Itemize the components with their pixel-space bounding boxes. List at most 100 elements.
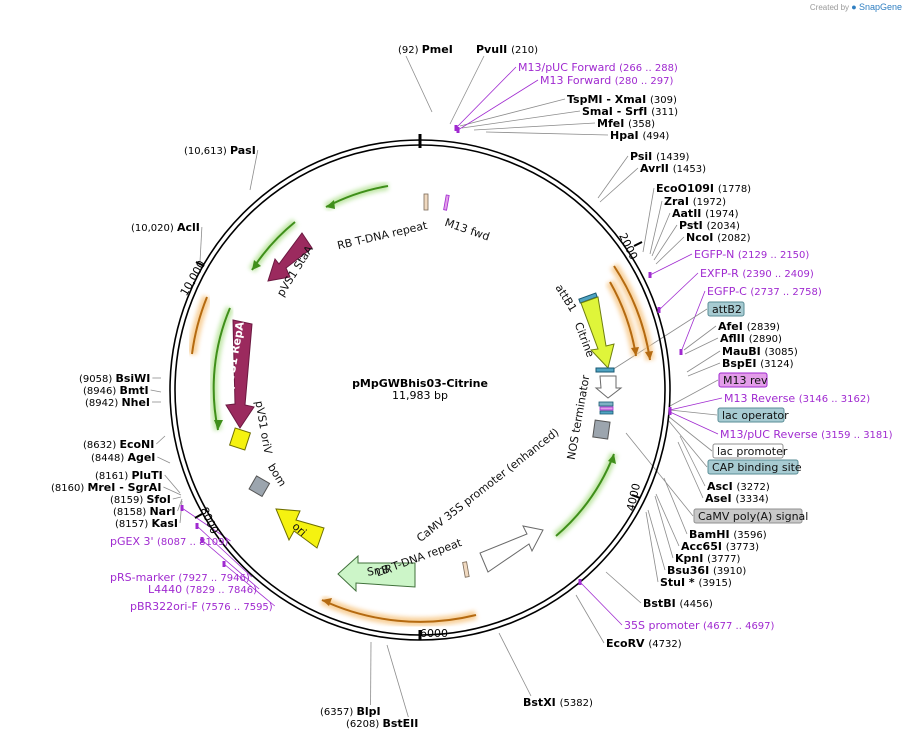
feature-tag-lac-promoter[interactable]: lac promoter (712, 443, 788, 459)
feature-tag-camv-poly-a-signal[interactable]: CaMV poly(A) signal (693, 508, 808, 524)
enzyme-site-aflii[interactable]: AflII (2890) (720, 332, 782, 345)
enzyme-position: (1778) (718, 184, 751, 195)
enzyme-site-pvuii[interactable]: PvuII (210) (476, 43, 538, 56)
enzyme-label: BstBI (4456) (643, 597, 713, 610)
cap-binding-site-feature[interactable] (599, 410, 614, 415)
primer-m13-puc-forward[interactable]: M13/pUC Forward (266 .. 288) (454, 61, 678, 131)
enzyme-site-bamhi[interactable]: BamHI (3596) (689, 528, 767, 541)
enzyme-site-bspei[interactable]: BspEI (3124) (722, 357, 794, 370)
citrine-feature[interactable] (580, 296, 615, 370)
camv-polya-feature[interactable] (592, 419, 611, 440)
enzyme-label: (8632) EcoNI (83, 438, 154, 451)
lb-tdna-repeat-feature[interactable] (462, 561, 470, 578)
enzyme-site-bstxi[interactable]: BstXI (5382) (523, 696, 593, 709)
enzyme-site-acli[interactable]: (10,020) AclI (131, 221, 200, 234)
enzyme-site-pasi[interactable]: (10,613) PasI (184, 144, 256, 157)
enzyme-site-mrei-sgrai[interactable]: (8160) MreI - SgrAI (51, 481, 161, 494)
primer-m13-forward[interactable]: M13 Forward (280 .. 297) (456, 74, 674, 133)
primer-m13-puc-reverse[interactable]: M13/pUC Reverse (3159 .. 3181) (668, 409, 893, 441)
enzyme-site-agei[interactable]: (8448) AgeI (91, 451, 155, 464)
primer-range: (7927 .. 7946) (178, 573, 250, 584)
m13-fwd-feature[interactable] (443, 194, 450, 211)
bom-feature[interactable] (248, 475, 271, 498)
feature-tag-text: lac operator (722, 409, 789, 422)
enzyme-name: BamHI (689, 528, 733, 541)
enzyme-site-afei[interactable]: AfeI (2839) (718, 320, 780, 333)
feature-tag-lac-operator[interactable]: lac operator (717, 407, 789, 423)
primer-label: M13/pUC Forward (266 .. 288) (518, 61, 678, 74)
enzyme-leader (605, 571, 642, 604)
enzyme-site-smai-srfi[interactable]: SmaI - SrfI (311) (582, 105, 678, 118)
primer-range: (280 .. 297) (615, 76, 674, 87)
primer-pbr322ori-f[interactable]: pBR322ori-F (7576 .. 7595) (130, 561, 273, 613)
primer-pgex-3[interactable]: pGEX 3' (8087 .. 8109) (110, 505, 229, 548)
enzyme-site-asci[interactable]: AscI (3272) (707, 480, 770, 493)
lac-operator-feature[interactable] (598, 401, 614, 407)
primer-prs-marker[interactable]: pRS-marker (7927 .. 7946) (110, 523, 250, 584)
smr-feature[interactable] (337, 554, 416, 593)
enzyme-site-acc65i[interactable]: Acc65I (3773) (681, 540, 759, 553)
feature-tag-text: lac promoter (717, 445, 788, 458)
enzyme-site-pmei[interactable]: (92) PmeI (398, 43, 453, 56)
enzyme-site-avrii[interactable]: AvrII (1453) (640, 162, 706, 175)
feature-tag-cap-binding-site[interactable]: CAP binding site (707, 459, 802, 475)
enzyme-site-psti[interactable]: PstI (2034) (679, 219, 740, 232)
feature-tag-attb2[interactable]: attB2 (707, 301, 745, 317)
enzyme-site-ecorv[interactable]: EcoRV (4732) (606, 637, 682, 650)
enzyme-site-bmti[interactable]: (8946) BmtI (83, 384, 149, 397)
primer-35s-promoter[interactable]: 35S promoter (4677 .. 4697) (578, 579, 775, 632)
enzyme-position: (8157) (115, 519, 151, 530)
enzyme-site-stui[interactable]: StuI * (3915) (660, 576, 732, 589)
enzyme-site-kpni[interactable]: KpnI (3777) (675, 552, 741, 565)
attb2-feature[interactable] (595, 367, 615, 373)
primer-range: (3159 .. 3181) (821, 430, 893, 441)
enzyme-site-pluti[interactable]: (8161) PluTI (95, 469, 163, 482)
enzyme-site-nhei[interactable]: (8942) NheI (85, 396, 150, 409)
enzyme-site-asei[interactable]: AseI (3334) (705, 492, 769, 505)
enzyme-site-aatii[interactable]: AatII (1974) (672, 207, 739, 220)
enzyme-site-ncoi[interactable]: NcoI (2082) (686, 231, 751, 244)
pvs1-repa-feature[interactable] (225, 319, 255, 429)
m13-rev-feature[interactable] (599, 406, 614, 411)
feature-tag-m13-rev[interactable]: M13 rev (718, 372, 768, 388)
enzyme-position: (6357) (320, 707, 356, 718)
pvs1-staa-feature[interactable] (267, 232, 313, 282)
enzyme-position: (8946) (83, 386, 119, 397)
enzyme-name: NarI (149, 505, 175, 518)
enzyme-site-hpai[interactable]: HpaI (494) (610, 129, 669, 142)
enzyme-site-psii[interactable]: PsiI (1439) (630, 150, 689, 163)
enzyme-site-bsiwi[interactable]: (9058) BsiWI (79, 372, 150, 385)
enzyme-site-ecoo109i[interactable]: EcoO109I (1778) (656, 182, 751, 195)
lac-promoter-feature[interactable] (594, 375, 623, 399)
pvs1-oriv-feature[interactable] (228, 427, 252, 451)
enzyme-site-econi[interactable]: (8632) EcoNI (83, 438, 154, 451)
enzyme-site-blpi[interactable]: (6357) BlpI (320, 705, 381, 718)
enzyme-site-sfoi[interactable]: (8159) SfoI (110, 493, 171, 506)
enzyme-name: SmaI - SrfI (582, 105, 651, 118)
enzyme-name: BmtI (119, 384, 148, 397)
enzyme-site-tspmi-xmai[interactable]: TspMI - XmaI (309) (567, 93, 677, 106)
enzyme-name: KasI (151, 517, 178, 530)
primer-egfp-n[interactable]: EGFP-N (2129 .. 2150) (648, 248, 810, 278)
primer-label: pRS-marker (7927 .. 7946) (110, 571, 250, 584)
primer-egfp-c[interactable]: EGFP-C (2737 .. 2758) (679, 285, 822, 355)
ori-feature[interactable] (275, 508, 325, 549)
primer-l4440[interactable]: L4440 (7829 .. 7846) (148, 537, 257, 596)
enzyme-site-maubi[interactable]: MauBI (3085) (722, 345, 798, 358)
enzyme-site-bstbi[interactable]: BstBI (4456) (643, 597, 713, 610)
enzyme-site-bsteii[interactable]: (6208) BstEII (346, 717, 418, 730)
enzyme-site-nari[interactable]: (8158) NarI (113, 505, 176, 518)
feature-tag-leader (669, 379, 719, 407)
camv-35s-promoter-feature[interactable] (479, 525, 544, 573)
enzyme-site-mfei[interactable]: MfeI (358) (597, 117, 655, 130)
primer-exfp-r[interactable]: EXFP-R (2390 .. 2409) (657, 267, 814, 313)
enzyme-site-kasi[interactable]: (8157) KasI (115, 517, 178, 530)
enzyme-site-zrai[interactable]: ZraI (1972) (664, 195, 726, 208)
enzyme-name: AseI (705, 492, 735, 505)
tick-label: 6000 (420, 627, 448, 640)
enzyme-leader (677, 441, 704, 499)
enzyme-name: PstI (679, 219, 707, 232)
enzyme-site-bsu36i[interactable]: Bsu36I (3910) (667, 564, 746, 577)
rb-tdna-repeat-feature[interactable] (423, 193, 429, 211)
primer-name: EXFP-R (700, 267, 742, 280)
